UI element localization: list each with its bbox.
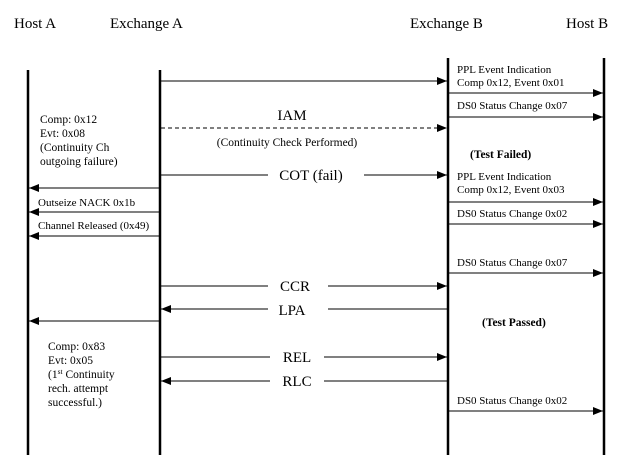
note-host-a-2-line1: Comp: 0x83	[48, 341, 105, 353]
note-ppl-event-1-line1: PPL Event Indication	[457, 64, 552, 76]
note-ppl-event-1-line2: Comp 0x12, Event 0x01	[457, 77, 565, 89]
note-host-a-2-line5: successful.)	[48, 397, 102, 409]
note-host-a-1-line2: Evt: 0x08	[40, 128, 85, 140]
note-ppl-event-2-line1: PPL Event Indication	[457, 171, 552, 183]
header-exchange-a: Exchange A	[110, 16, 183, 32]
message-rel-label: REL	[283, 350, 311, 366]
note-ds0-status-3: DS0 Status Change 0x07	[457, 257, 568, 269]
note-host-a-2-line3: (1st Continuity	[48, 367, 115, 381]
note-host-a-2-line2: Evt: 0x05	[48, 355, 93, 367]
note-ds0-status-1: DS0 Status Change 0x07	[457, 100, 568, 112]
note-ds0-status-4: DS0 Status Change 0x02	[457, 395, 567, 407]
message-cot-fail-label: COT (fail)	[279, 168, 342, 184]
note-test-passed: (Test Passed)	[482, 317, 546, 329]
note-channel-released: Channel Released (0x49)	[38, 220, 150, 232]
header-exchange-b: Exchange B	[410, 16, 483, 32]
note-outseize-nack: Outseize NACK 0x1b	[38, 197, 136, 209]
message-rlc-label: RLC	[282, 374, 311, 390]
message-iam-label: IAM	[277, 108, 306, 124]
note-host-a-1-line4: outgoing failure)	[40, 156, 118, 168]
note-host-a-1-line3: (Continuity Ch	[40, 142, 110, 154]
note-host-a-2-line4: rech. attempt	[48, 383, 109, 395]
message-iam-sublabel: (Continuity Check Performed)	[217, 137, 358, 149]
header-host-a: Host A	[14, 16, 56, 32]
note-host-a-1-line1: Comp: 0x12	[40, 114, 97, 126]
note-ppl-event-2-line2: Comp 0x12, Event 0x03	[457, 184, 565, 196]
message-lpa-label: LPA	[279, 303, 306, 319]
message-ccr-label: CCR	[280, 279, 310, 295]
note-test-failed: (Test Failed)	[470, 149, 531, 161]
header-host-b: Host B	[566, 16, 608, 32]
note-ds0-status-2: DS0 Status Change 0x02	[457, 208, 567, 220]
